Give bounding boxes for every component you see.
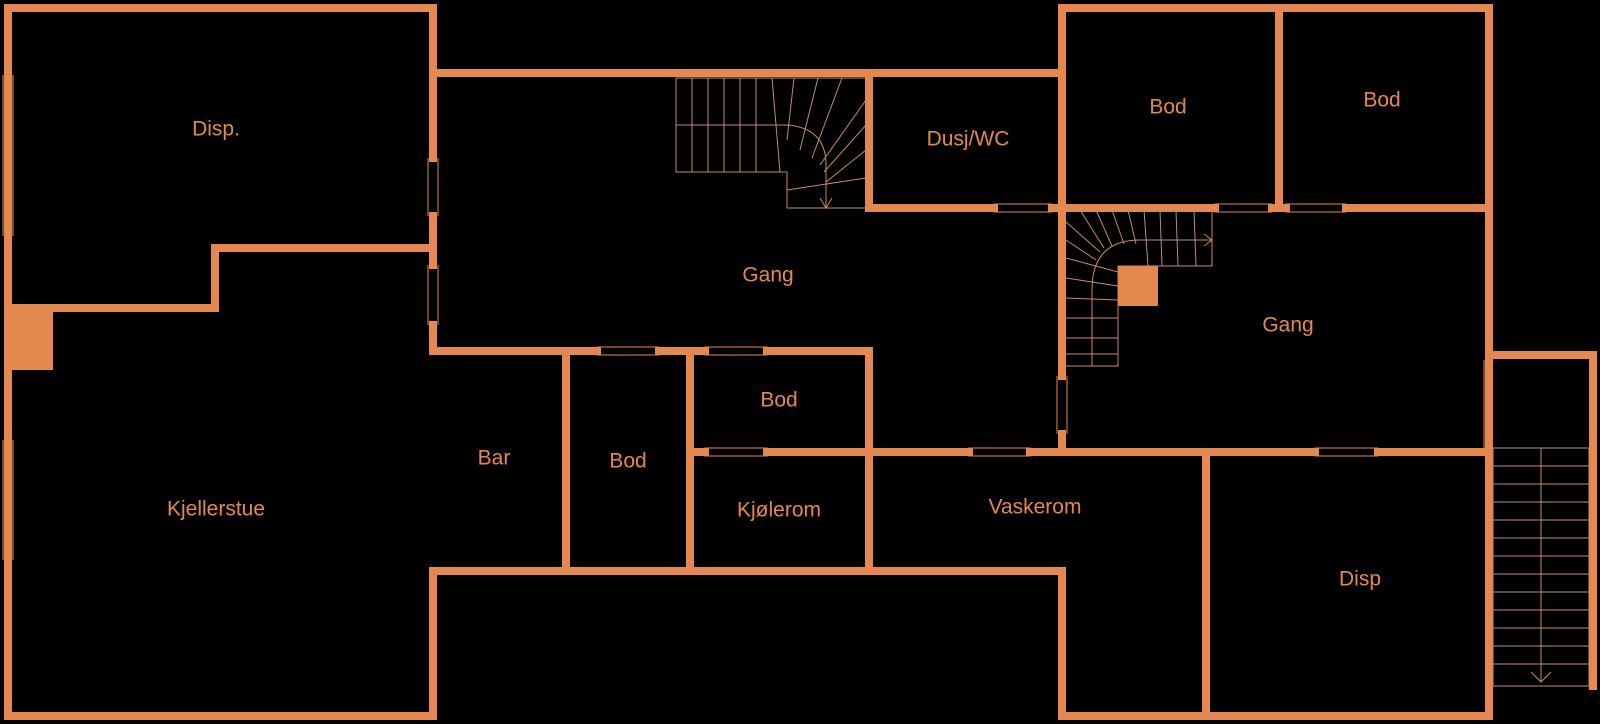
door-frames [596,203,1379,457]
room-label-bod-top-1: Bod [1149,96,1186,119]
room-label-gang-center: Gang [742,264,793,287]
wall-gang-bottom-c [763,347,873,575]
room-label-disp-top-left: Disp. [192,118,240,141]
stair-icon [675,77,867,209]
windows-left [2,75,1485,560]
room-label-bod-top-2: Bod [1363,89,1400,112]
room-label-kjolerom: Kjølerom [737,499,821,522]
wall-left-block-lower [429,321,570,355]
room-label-bod-narrow: Bod [609,450,646,473]
room-label-dusj-wc: Dusj/WC [927,128,1010,151]
wall-outside-stair [1485,351,1597,690]
room-label-vaskerom: Vaskerom [989,496,1082,519]
wall-disp-divider [4,244,437,312]
chimney-icon [1118,266,1158,306]
room-label-bod-small: Bod [760,389,797,412]
walls [4,4,1597,720]
wall-stairwell [865,69,998,212]
column-left [8,304,53,370]
room-label-kjellerstue: Kjellerstue [167,498,265,521]
stair-icon [1065,209,1213,367]
stair-icon [1492,447,1590,687]
wall-left-bottom [4,4,1493,720]
room-label-bar: Bar [478,447,511,470]
room-label-disp-bottom-right: Disp [1339,568,1381,591]
room-labels: Disp. Kjellerstue Gang Dusj/WC Bod Bod G… [167,89,1401,591]
wall-left-block-outer [4,4,437,162]
room-label-gang-right: Gang [1262,314,1313,337]
